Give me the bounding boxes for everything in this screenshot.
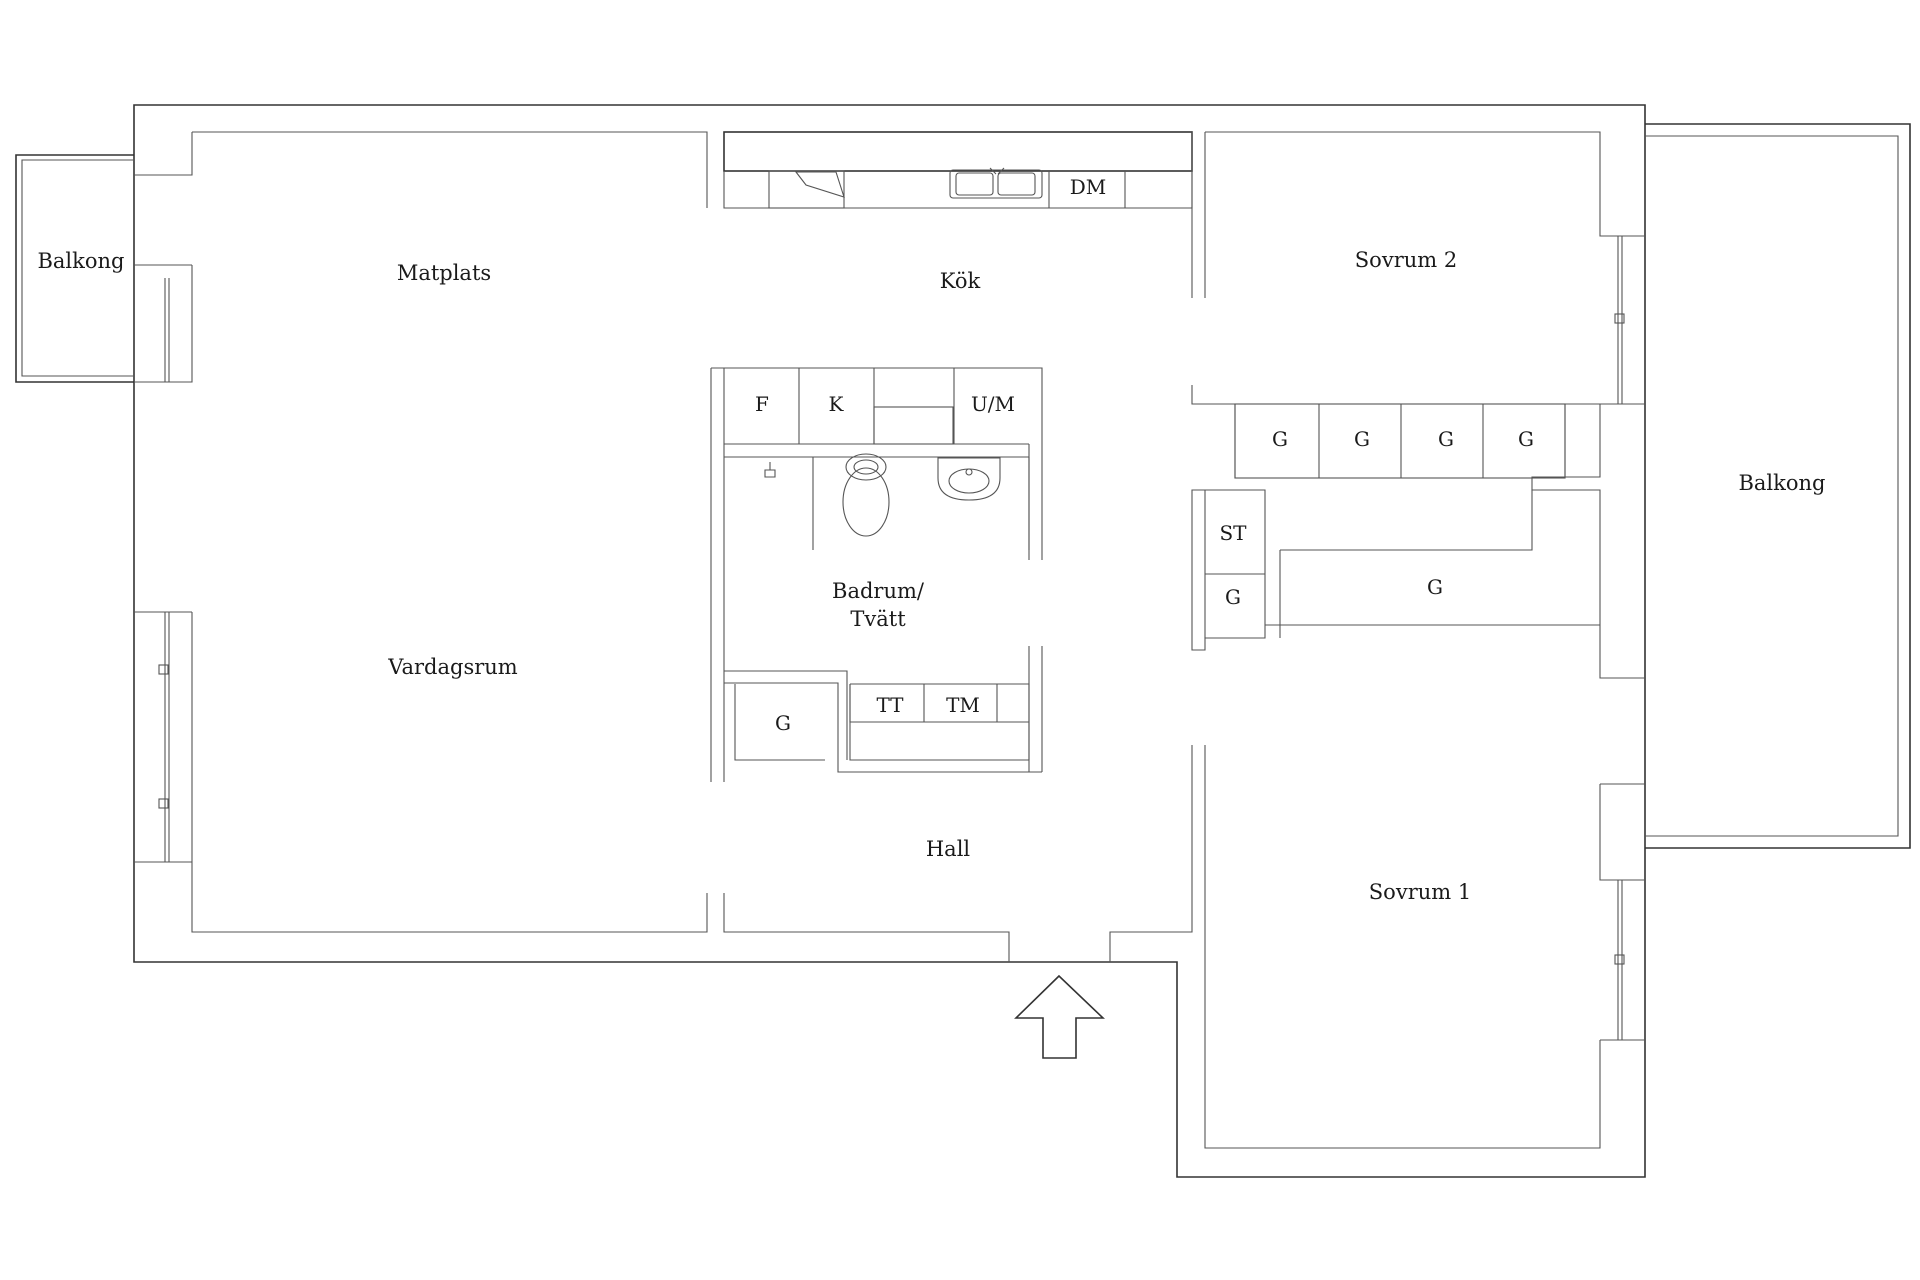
balcony-right [1645, 123, 1911, 849]
label-vardagsrum: Vardagsrum [387, 655, 518, 679]
label-g-wardrobe-1: G [1272, 427, 1288, 451]
label-hall: Hall [926, 837, 971, 861]
label-tm: TM [946, 693, 980, 717]
label-st: ST [1219, 521, 1247, 545]
label-matplats: Matplats [397, 261, 491, 285]
washbasin-icon [937, 457, 1001, 501]
stove-icon [768, 170, 845, 209]
label-g-bathroom: G [775, 711, 791, 735]
label-tt: TT [876, 693, 904, 717]
label-badrum-line2: Tvätt [850, 607, 906, 631]
window-icon [158, 798, 169, 809]
label-g-wardrobe-3: G [1438, 427, 1454, 451]
window-icon [1614, 313, 1625, 324]
window-icon [158, 664, 169, 675]
label-sovrum2: Sovrum 2 [1355, 248, 1457, 272]
label-sovrum1: Sovrum 1 [1369, 880, 1471, 904]
shower-icon [764, 462, 776, 478]
label-f: F [755, 392, 769, 416]
balcony-left [15, 154, 134, 383]
label-g-hall-closet: G [1427, 575, 1443, 599]
label-badrum-line1: Badrum/ [832, 579, 925, 603]
toilet-icon [842, 453, 890, 537]
kitchen-counter [723, 131, 1206, 298]
label-balkong-left: Balkong [37, 249, 124, 273]
label-k: K [829, 392, 845, 416]
bathroom-walls [710, 367, 1043, 782]
sink-icon [949, 167, 1043, 199]
window-icon [1614, 954, 1625, 965]
window-left-upper [164, 278, 170, 382]
outer-walls [133, 104, 1646, 1178]
label-g-wardrobe-4: G [1518, 427, 1534, 451]
label-dm: DM [1070, 175, 1107, 199]
window-right-upper [1614, 236, 1625, 404]
storage-hall [1191, 489, 1600, 651]
label-g-wardrobe-2: G [1354, 427, 1370, 451]
label-um: U/M [971, 392, 1015, 416]
window-left-lower [158, 612, 170, 862]
window-right-lower [1614, 880, 1625, 1040]
wardrobe-bedroom2 [1191, 385, 1600, 479]
entrance-arrow-icon [1014, 974, 1105, 1059]
label-balkong-right: Balkong [1738, 471, 1825, 495]
label-kok: Kök [940, 269, 981, 293]
label-g-storage: G [1225, 585, 1241, 609]
